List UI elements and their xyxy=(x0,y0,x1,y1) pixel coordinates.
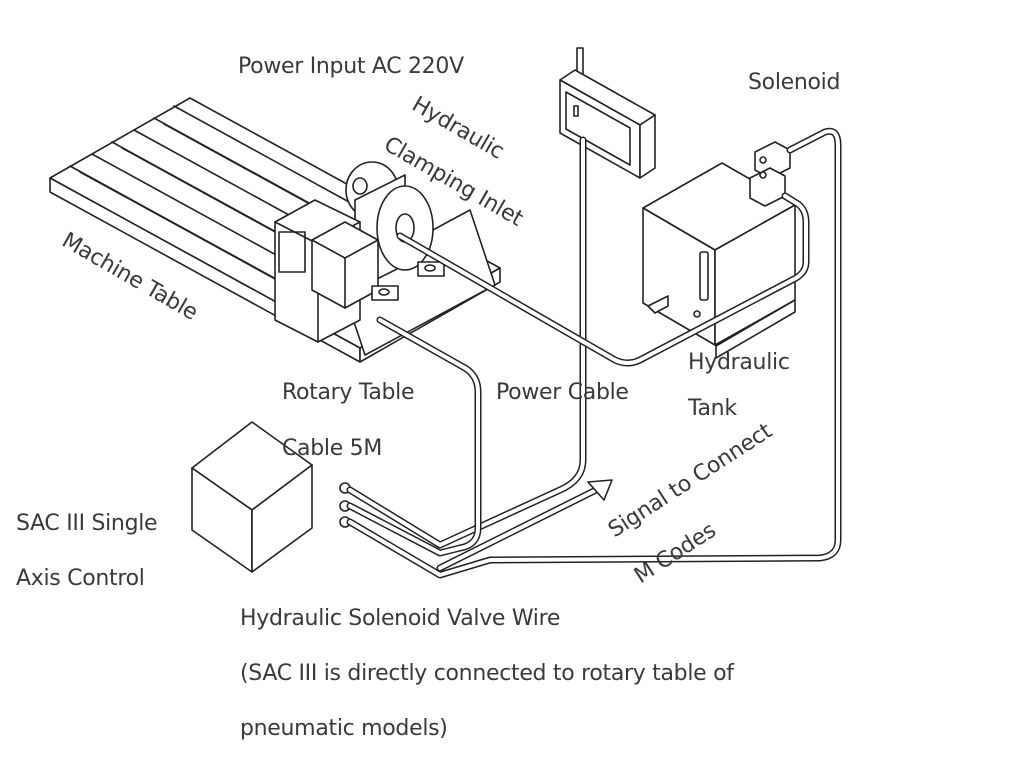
label-controller-line1: SAC III Single xyxy=(16,511,158,536)
signal-arrow-icon xyxy=(587,479,613,501)
label-power-cable: Power Cable xyxy=(496,380,629,405)
power-input-box-icon xyxy=(559,47,656,179)
label-hydraulic-tank-line1: Hydraulic xyxy=(688,350,790,375)
label-note-line1: (SAC III is directly connected to rotary… xyxy=(240,661,734,686)
label-hydraulic-tank-line2: Tank xyxy=(688,396,737,421)
label-note-line2: pneumatic models) xyxy=(240,716,448,741)
label-solenoid-wire: Hydraulic Solenoid Valve Wire xyxy=(240,606,561,631)
label-rotary-table-cable-line1: Rotary Table xyxy=(282,380,415,405)
label-controller-line2: Axis Control xyxy=(16,566,145,591)
label-solenoid: Solenoid xyxy=(748,70,841,95)
rotary-table-icon xyxy=(274,161,496,356)
label-rotary-table-cable-line2: Cable 5M xyxy=(282,436,383,461)
label-power-input: Power Input AC 220V xyxy=(238,54,464,79)
cables xyxy=(346,127,842,579)
